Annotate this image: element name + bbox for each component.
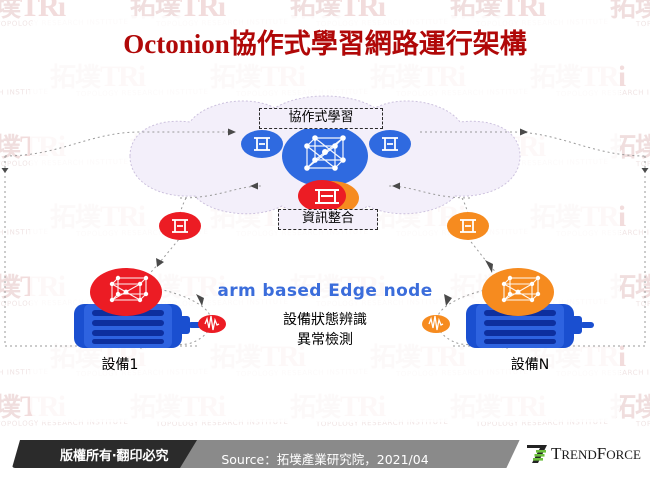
page-title: Octonion協作式學習網路運行架構 <box>123 29 527 59</box>
node-information-fusion[interactable] <box>298 180 359 215</box>
trendforce-logo: TRENDFORCE <box>505 437 650 471</box>
label-device-right: 設備N <box>510 357 550 373</box>
node-left-edge[interactable] <box>90 268 162 316</box>
trendforce-logo-mark <box>527 445 547 463</box>
arrow-head-inner-left <box>250 182 258 190</box>
detection-line-2: 異常檢測 <box>297 332 353 348</box>
device-right-motor <box>466 304 594 348</box>
label-information-fusion: 資訊整合 <box>278 209 378 230</box>
label-collaborative-learning: 協作式學習 <box>259 108 383 129</box>
logo-f: F <box>596 444 607 463</box>
gateway-cloud-right[interactable] <box>369 130 411 158</box>
arrow-head-right <box>520 128 528 136</box>
arrow-head-outer-left <box>1 168 9 173</box>
trendforce-logo-text: TRENDFORCE <box>551 444 641 464</box>
link-left-gateway-to-cloud <box>179 197 187 215</box>
detection-line-1: 設備狀態辨識 <box>283 312 367 328</box>
logo-t: T <box>551 444 562 463</box>
arrow-head-left <box>228 128 236 136</box>
flow-path-top-left <box>4 131 230 157</box>
label-arm-edge-node: arm based Edge node <box>217 281 433 301</box>
logo-orce: ORCE <box>606 447 641 462</box>
sensor-right[interactable] <box>422 315 450 333</box>
footer-copyright-tab: 版權所有‧翻印必究 <box>12 440 197 468</box>
footer-bar: Source：拓墣產業研究院，2021/04 版權所有‧翻印必究 TRENDFO… <box>0 437 650 471</box>
architecture-diagram: 協作式學習 資訊整合 arm based Edge node 設備狀態辨識異常檢… <box>0 86 650 386</box>
diagram-svg <box>1 95 649 349</box>
gateway-right-edge[interactable] <box>447 212 489 240</box>
node-right-edge[interactable] <box>482 268 554 316</box>
footer-copyright-text: 版權所有‧翻印必究 <box>60 449 169 464</box>
arrow-head-right-down <box>485 260 493 273</box>
sensor-left[interactable] <box>198 315 226 333</box>
arrow-head-left-up <box>156 258 164 267</box>
node-central-learning[interactable] <box>282 125 368 187</box>
arrow-head-sensor-left <box>196 294 204 306</box>
label-detection: 設備狀態辨識異常檢測 <box>0 310 650 350</box>
gateway-cloud-left[interactable] <box>241 130 283 158</box>
watermark-sub: TOPOLOGY RESEARCH INSTITUTE <box>635 418 650 429</box>
footer-source-text: Source：拓墣產業研究院，2021/04 <box>221 452 429 467</box>
label-device-left: 設備1 <box>101 357 139 373</box>
watermark-cn: 拓墣 <box>0 0 21 23</box>
arrow-head-outer-right <box>641 168 649 173</box>
link-right-cloud-to-gateway <box>461 197 469 215</box>
logo-rend: REND <box>561 447 597 462</box>
arrow-head-sensor-right <box>444 294 452 306</box>
arrow-head-inner-right <box>392 182 400 190</box>
device-left-motor <box>74 304 202 348</box>
gateway-left-edge[interactable] <box>159 212 201 240</box>
watermark-cn: 拓墣 <box>0 393 21 423</box>
